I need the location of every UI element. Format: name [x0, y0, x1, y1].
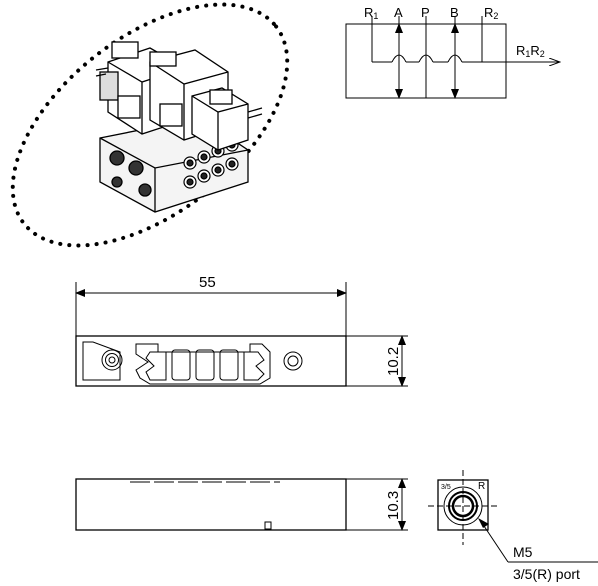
valves — [95, 41, 263, 151]
product-illustration — [10, 2, 290, 248]
port-labels: R1 A P B R2 R1R2 — [364, 5, 545, 59]
top-body — [75, 335, 347, 387]
side-height-dimension: 10.3 — [385, 491, 402, 520]
port-label-a: A — [394, 5, 403, 20]
port-label-r2: R2 — [484, 5, 498, 21]
r-label: R — [478, 481, 485, 492]
port-label-r1: R1 — [364, 5, 378, 21]
corner-label: 3/5 — [441, 484, 451, 491]
pneumatic-symbol: R1 A P B R2 R1R2 — [345, 5, 560, 99]
exhaust-label: R1R2 — [516, 43, 545, 59]
side-body — [75, 478, 347, 531]
width-dimension: 55 — [199, 274, 216, 291]
top-height-dimension: 10.2 — [385, 347, 402, 376]
port-label-b: B — [450, 5, 459, 20]
port-body — [437, 479, 489, 531]
thread-label: M5 — [513, 544, 533, 560]
port-label-p: P — [421, 5, 430, 20]
port-name-label: 3/5(R) port — [513, 566, 580, 582]
top-view: 55 10.2 — [75, 274, 408, 387]
port-detail: 3/5 R M5 3/5(R) port — [428, 470, 598, 582]
side-view: 10.3 — [75, 478, 408, 531]
